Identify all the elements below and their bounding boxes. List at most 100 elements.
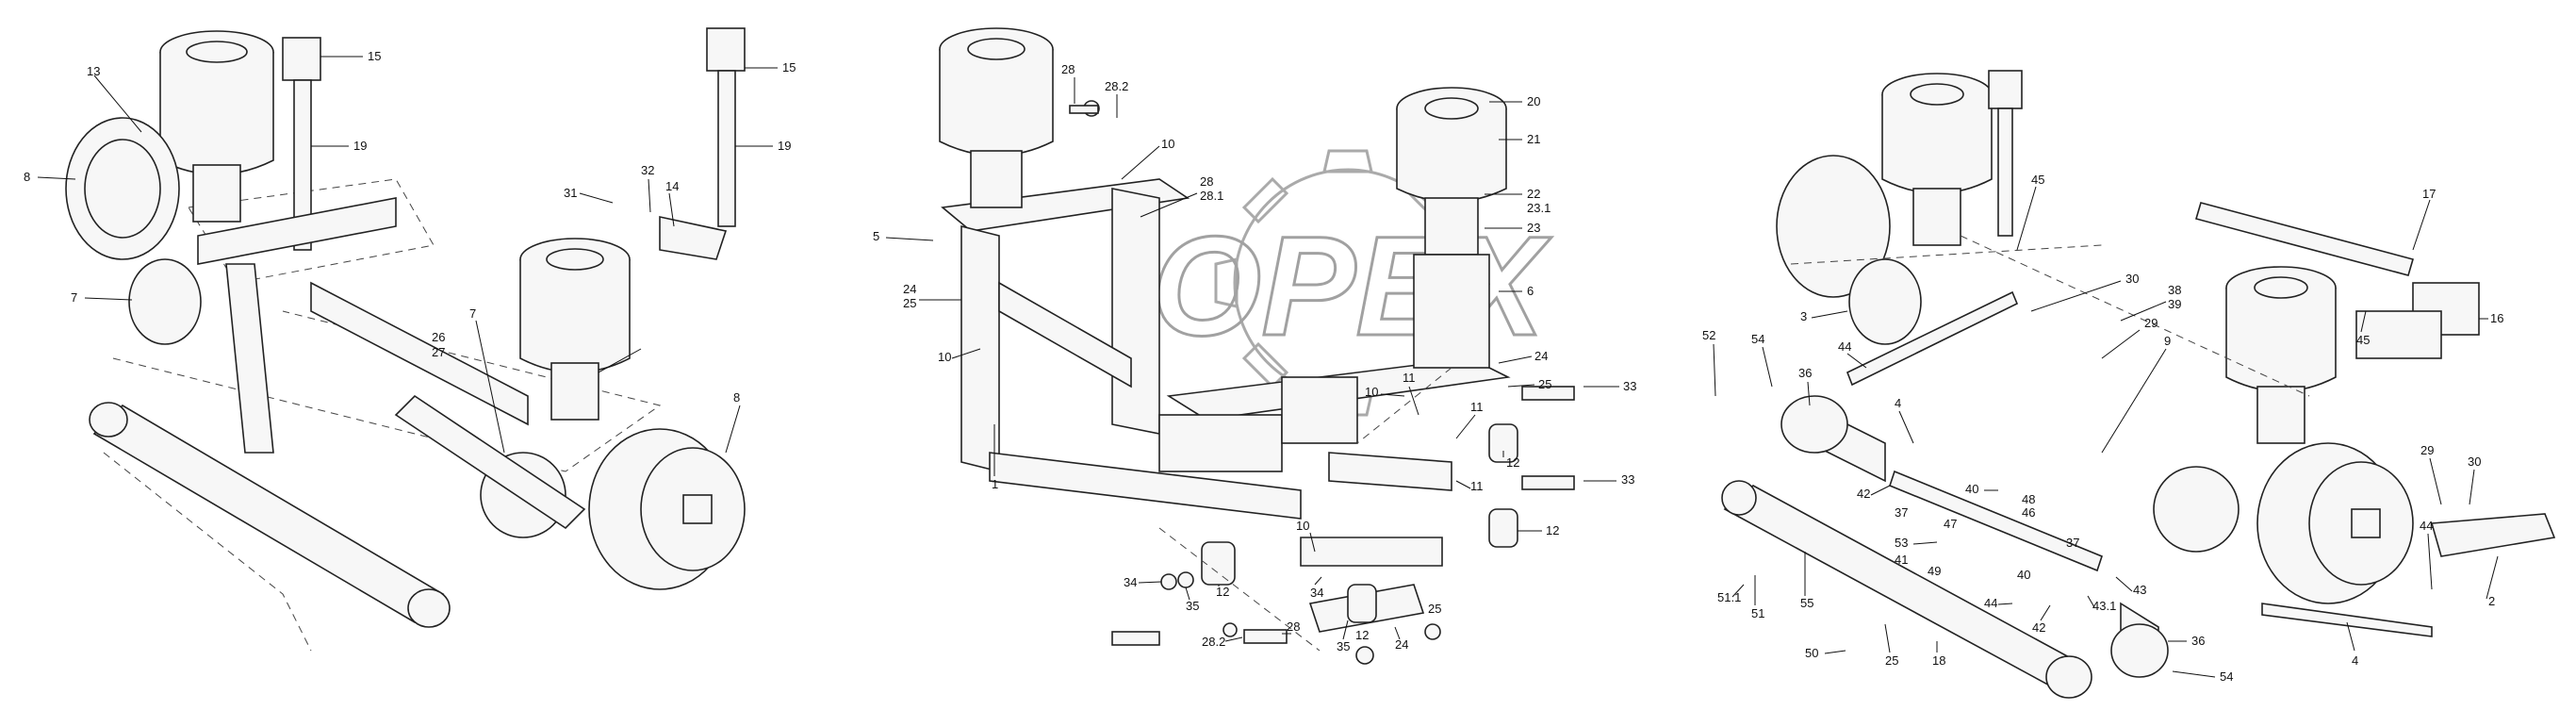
shock-absorber-2 [659, 27, 746, 260]
callout-label: 28.2 [1105, 79, 1128, 93]
callout-label: 40 [1965, 482, 1978, 496]
callout-label: 8 [733, 390, 740, 405]
callout-label: 45 [2031, 173, 2044, 187]
callout-label: 19 [353, 139, 367, 153]
callout-label: 48 [2022, 492, 2035, 506]
callout-label: 39 [2168, 297, 2181, 311]
callout-label: 15 [782, 60, 796, 74]
callout-label: 54 [1751, 332, 1764, 346]
callout-label: 53 [1895, 536, 1908, 550]
callout-label: 11 [1470, 479, 1484, 493]
callout-label: 4 [1895, 396, 1901, 410]
air-spring-center-left [939, 27, 1054, 208]
callout-label: 52 [1702, 328, 1715, 342]
callout-label: 1 [992, 477, 998, 491]
air-spring-left-rear [159, 30, 274, 223]
callout-label: 6 [1527, 284, 1534, 298]
callout-label: 28 [1287, 620, 1300, 634]
callout-label: 54 [2220, 669, 2233, 684]
callout-label: 44 [1838, 339, 1851, 354]
callout-label: 11 [1403, 371, 1416, 385]
callout-label: 29 [2144, 316, 2158, 330]
axle-tube-left [89, 402, 451, 628]
center-callouts: 28 28.2 10 28 28.1 5 24 25 10 1 20 21 22… [873, 62, 1636, 653]
callout-label: 49 [1928, 564, 1941, 578]
callout-label: 43 [2133, 583, 2146, 597]
callout-label: 17 [2422, 187, 2436, 201]
hub-right-front [2153, 442, 2414, 604]
callout-label: 27 [432, 345, 445, 359]
control-arms [1069, 100, 1575, 665]
callout-label: 28.2 [1202, 635, 1225, 649]
callout-label: 12 [1216, 585, 1229, 599]
watermark-text: OPEX [1152, 207, 1552, 365]
callout-label: 19 [778, 139, 791, 153]
callout-label: 18 [1932, 653, 1945, 668]
callout-label: 7 [71, 290, 77, 305]
callout-label: 10 [1161, 137, 1174, 151]
left-callouts: 13 8 7 15 19 31 32 14 15 19 26 27 7 8 [24, 49, 796, 454]
air-spring-right-front [2225, 266, 2337, 444]
callout-label: 45 [2356, 333, 2370, 347]
right-callouts: 45 17 3 30 38 39 16 45 52 54 44 36 29 [1702, 173, 2503, 684]
callout-label: 32 [641, 163, 654, 177]
callout-label: 13 [87, 64, 100, 78]
callout-label: 12 [1546, 523, 1559, 537]
callout-label: 23 [1527, 221, 1540, 235]
air-spring-center-right [1396, 87, 1507, 369]
callout-label: 12 [1355, 628, 1369, 642]
callout-label: 10 [938, 350, 951, 364]
callout-label: 11 [1470, 400, 1484, 414]
right-view: 45 17 3 30 38 39 16 45 52 54 44 36 29 [1702, 70, 2556, 699]
callout-label: 14 [665, 179, 679, 193]
callout-label: 3 [1800, 309, 1807, 323]
callout-label: 34 [1310, 586, 1323, 600]
callout-label: 44 [1984, 596, 1997, 610]
callout-label: 15 [368, 49, 381, 63]
callout-label: 25 [903, 296, 916, 310]
callout-label: 10 [1296, 519, 1309, 533]
callout-label: 31 [564, 186, 577, 200]
callout-label: 51.1 [1717, 590, 1741, 604]
callout-label: 30 [2125, 272, 2139, 286]
callout-label: 9 [2164, 334, 2171, 348]
callout-label: 37 [1895, 505, 1908, 520]
callout-label: 16 [2490, 311, 2503, 325]
axle-beam-right [1721, 480, 2092, 699]
callout-label: 50 [1805, 646, 1818, 660]
air-spring-left-front [519, 238, 631, 421]
callout-label: 24 [903, 282, 916, 296]
callout-label: 35 [1337, 639, 1350, 653]
callout-label: 51 [1751, 606, 1764, 620]
hub-left-rear [65, 117, 202, 345]
callout-label: 36 [1798, 366, 1812, 380]
callout-label: 35 [1186, 599, 1199, 613]
callout-label: 25 [1428, 602, 1441, 616]
callout-label: 28 [1061, 62, 1075, 76]
callout-label: 21 [1527, 132, 1540, 146]
center-view: 28 28.2 10 28 28.1 5 24 25 10 1 20 21 22… [873, 27, 1636, 665]
callout-label: 4 [2352, 653, 2358, 668]
callout-label: 42 [1857, 487, 1870, 501]
callout-label: 36 [2191, 634, 2205, 648]
hub-right-rear [1776, 155, 1922, 345]
callout-label: 24 [1395, 637, 1408, 652]
callout-label: 33 [1623, 379, 1636, 393]
callout-label: 40 [2017, 568, 2030, 582]
callout-label: 8 [24, 170, 30, 184]
callout-label: 20 [1527, 94, 1540, 108]
hub-left-front [480, 428, 746, 590]
callout-label: 25 [1538, 377, 1551, 391]
callout-label: 29 [2420, 443, 2434, 457]
callout-label: 25 [1885, 653, 1898, 668]
callout-label: 12 [1506, 455, 1519, 470]
callout-label: 37 [2066, 536, 2079, 550]
callout-label: 34 [1124, 575, 1137, 589]
callout-label: 33 [1621, 472, 1634, 487]
callout-label: 43.1 [2092, 599, 2116, 613]
callout-label: 2 [2488, 594, 2495, 608]
air-spring-right-rear [1881, 73, 1993, 246]
callout-label: 30 [2468, 454, 2481, 469]
callout-label: 28 [1200, 174, 1213, 189]
